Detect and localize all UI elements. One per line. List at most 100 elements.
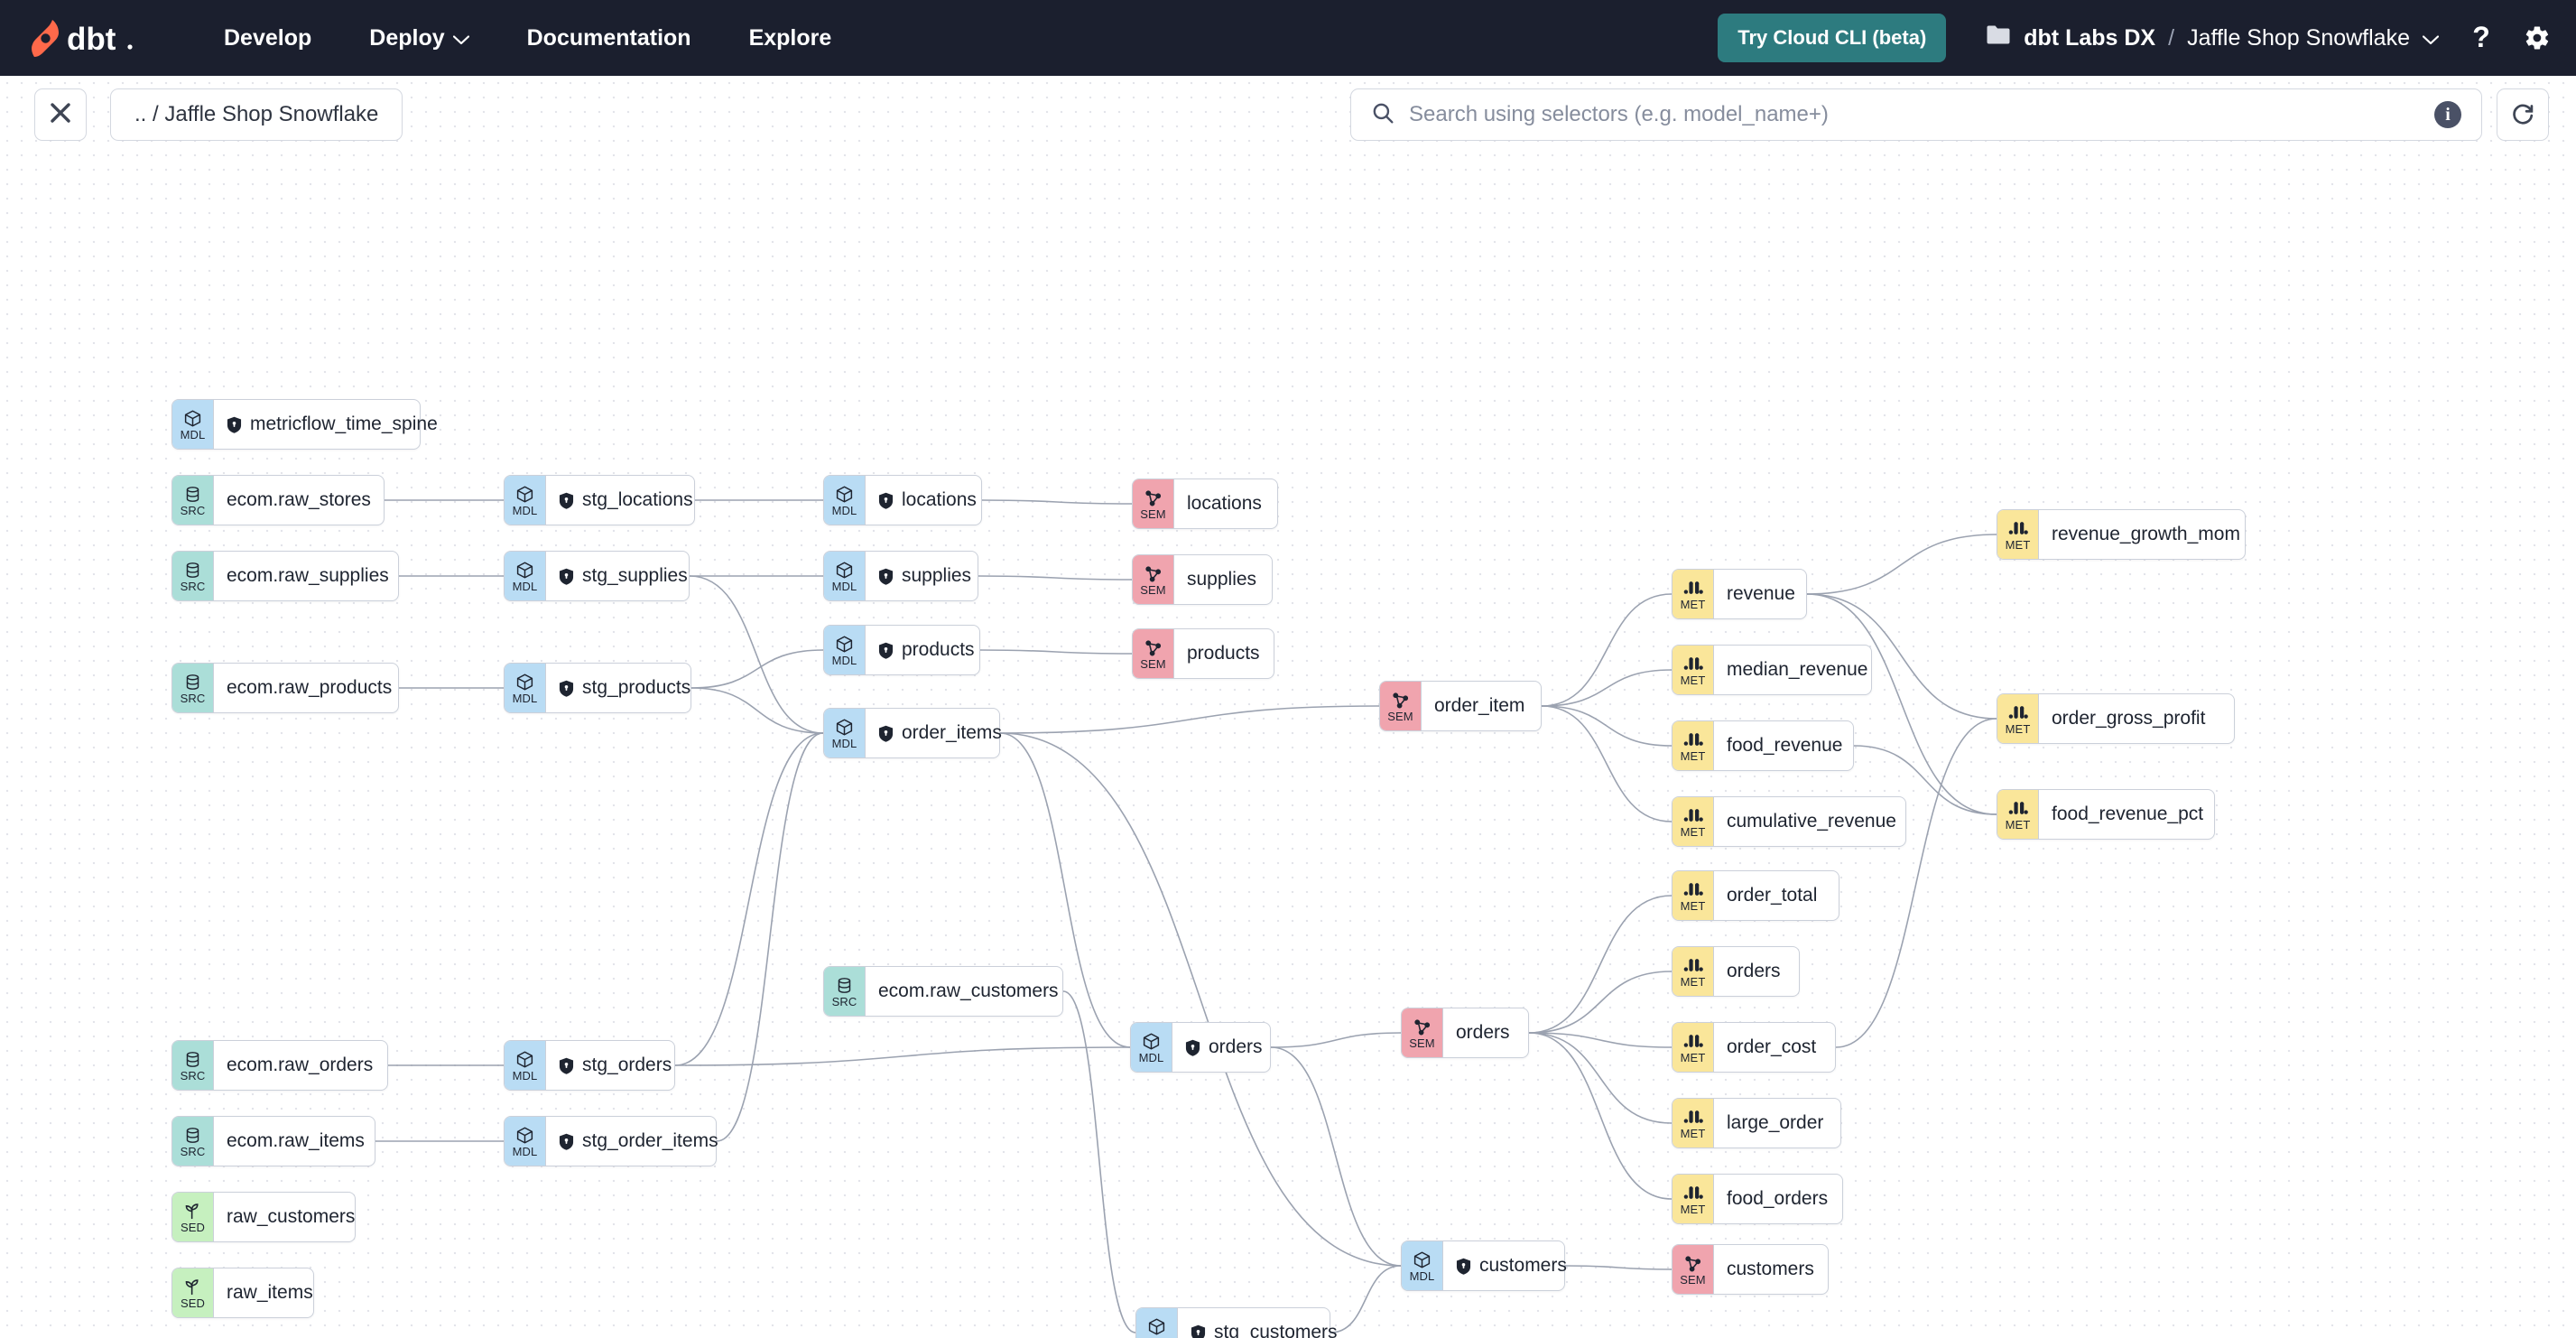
node-name-text: revenue_growth_mom [2052, 524, 2240, 544]
lineage-edge-stg_orders-to-orders_mdl [674, 1046, 1131, 1066]
info-icon[interactable]: i [2434, 101, 2461, 128]
node-type-badge-mdl: MDL [172, 400, 214, 449]
bar-chart-icon [1683, 1032, 1703, 1051]
node-name-text: order_item [1434, 695, 1525, 716]
chevron-down-icon[interactable] [2422, 25, 2440, 51]
node-type-label: MDL [512, 1144, 538, 1158]
node-type-badge-sem: SEM [1402, 1008, 1443, 1057]
graph-node-icon [1144, 488, 1163, 507]
node-type-badge-met: MET [1673, 797, 1714, 846]
node-type-label: SRC [180, 579, 206, 593]
refresh-icon [2510, 100, 2535, 130]
node-type-label: MET [1680, 824, 1706, 839]
node-type-label: MDL [831, 503, 857, 517]
lineage-edge-met_revenue-to-met_revenue_growth_mom [1806, 534, 1997, 595]
lineage-edges [375, 499, 1997, 1333]
lineage-node-locations[interactable]: MDL locations [823, 475, 982, 525]
try-cloud-cli-button[interactable]: Try Cloud CLI (beta) [1718, 14, 1947, 62]
node-name-text: food_orders [1727, 1188, 1829, 1209]
node-label-wrap: products [1174, 629, 1274, 678]
node-label-wrap: supplies [1174, 555, 1271, 604]
nav-link-deploy[interactable]: Deploy [369, 25, 469, 51]
close-lineage-button[interactable] [34, 88, 87, 141]
node-type-label: MET [1680, 974, 1706, 989]
node-type-badge-mdl: MDL [505, 664, 546, 712]
database-icon [184, 561, 201, 580]
shield-icon [878, 492, 894, 509]
node-type-label: SRC [180, 1068, 206, 1082]
lineage-edge-supplies-to-sem_supplies [978, 575, 1133, 581]
node-label-wrap: order_item [1422, 682, 1539, 730]
bar-chart-icon [2008, 519, 2028, 538]
node-type-label: SEM [1680, 1272, 1706, 1287]
node-type-badge-src: SRC [824, 967, 866, 1016]
help-button[interactable]: ? [2469, 23, 2493, 53]
top-navigation-bar: dbt Develop Deploy Documentation Explore… [0, 0, 2576, 76]
node-label-wrap: ecom.raw_supplies [214, 552, 403, 600]
node-name-text: locations [902, 489, 977, 510]
node-label-wrap: food_orders [1714, 1175, 1842, 1223]
nav-right-group: Try Cloud CLI (beta) dbt Labs DX / Jaffl… [1718, 0, 2551, 76]
nav-link-explore[interactable]: Explore [749, 25, 832, 51]
nav-link-develop[interactable]: Develop [224, 25, 311, 51]
nav-link-documentation[interactable]: Documentation [527, 25, 691, 51]
node-label-wrap: raw_items [214, 1268, 328, 1317]
node-label-wrap: orders [1172, 1023, 1277, 1072]
lineage-edge-orders_mdl-to-sem_orders [1270, 1032, 1402, 1048]
lineage-edge-met_revenue-to-met_order_gross_profit [1806, 593, 1997, 720]
node-type-label: SED [180, 1296, 206, 1310]
node-type-badge-mdl: MDL [1402, 1241, 1443, 1290]
search-bar[interactable]: i [1350, 88, 2482, 141]
breadcrumb-parent-button[interactable]: .. / Jaffle Shop Snowflake [110, 88, 403, 141]
node-label-wrap: revenue [1714, 570, 1810, 618]
shield-icon [559, 492, 574, 509]
search-input[interactable] [1409, 102, 2434, 127]
refresh-button[interactable] [2497, 88, 2549, 141]
account-project-breadcrumb[interactable]: dbt Labs DX / Jaffle Shop Snowflake [1986, 24, 2440, 51]
shield-icon [1185, 1039, 1200, 1056]
shield-icon [1456, 1258, 1471, 1275]
settings-gear-icon[interactable] [2524, 24, 2551, 51]
node-type-badge-met: MET [1673, 570, 1714, 618]
dbt-logo[interactable]: dbt [31, 16, 135, 60]
